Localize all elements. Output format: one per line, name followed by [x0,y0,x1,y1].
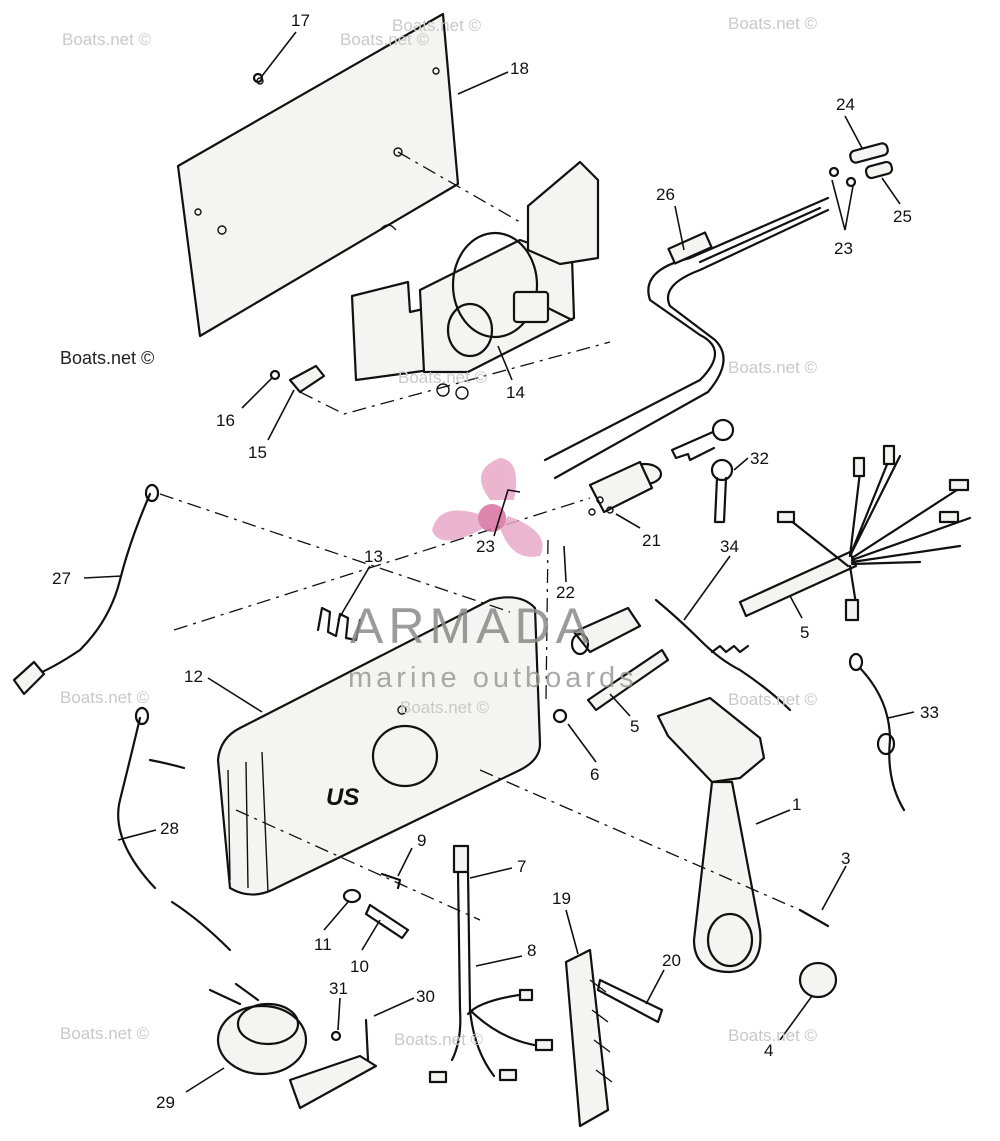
callout-label: 6 [590,765,600,784]
mounting-plate-part [176,12,460,338]
wire-lead-2-part [117,706,232,952]
ignition-switch-part [588,460,663,516]
watermark-text: Boats.net © [60,1024,150,1043]
wire-lead-3-part [848,652,906,812]
callout-label: 18 [510,59,529,78]
callout-label: 16 [216,411,235,430]
callout-label: 8 [527,941,537,960]
watermark-text: Boats.net © [728,690,818,709]
callout-label: 5 [630,717,640,736]
callout-label: 13 [364,547,383,566]
wire-lead-part [12,483,160,696]
watermark-text: Boats.net © [60,688,150,707]
horn-part [208,982,378,1110]
clip-part [316,606,362,642]
callout-label: 15 [248,443,267,462]
watermark-text: Boats.net © [728,1026,818,1045]
watermark-text: Boats.net © [62,30,152,49]
callout-label: 23 [476,537,495,556]
watermark-text: Boats.net © [728,14,818,33]
fasteners-parts [342,872,410,940]
lanyard-part [654,598,792,712]
callout-label: 10 [350,957,369,976]
watermark-text: Boats.net © [392,16,482,35]
watermark-text: Boats.net © [340,30,430,49]
knob-part [798,961,838,999]
cable-ends-parts [828,142,894,188]
watermark-text: Boats.net © [400,698,490,717]
callout-label: 31 [329,979,348,998]
callout-label: 21 [642,531,661,550]
callout-label: 1 [792,795,802,814]
control-mechanism-part [350,160,600,400]
nut-part [330,1030,342,1042]
callout-label: 24 [836,95,855,114]
callout-label: 23 [834,239,853,258]
washer-part [552,708,568,724]
callout-label: 17 [291,11,310,30]
trim-harness-part [428,844,554,1084]
screw-part [596,978,664,1024]
callout-label: 34 [720,537,739,556]
wiring-harness-part [738,444,972,622]
control-box-housing-part [216,596,542,896]
control-handle-part [656,696,766,974]
callout-label: 11 [314,935,332,954]
callout-label: 5 [800,623,810,642]
callout-label: 22 [556,583,575,602]
callout-label: 32 [750,449,769,468]
callout-label: 27 [52,569,71,588]
watermark-text: Boats.net © [728,358,818,377]
callout-label: 33 [920,703,939,722]
watermark-text: Boats.net © [394,1030,484,1049]
stop-switch-part [570,606,642,656]
callout-label: 25 [893,207,912,226]
callout-label: 9 [417,831,427,850]
callout-label: 20 [662,951,681,970]
callout-label: 3 [841,849,851,868]
screw-2-part [364,1018,370,1062]
callout-label: 12 [184,667,203,686]
pin-part [798,908,830,928]
assembly-dash-lines [159,151,801,921]
leader-lines [83,31,915,1093]
control-cables-part [543,196,830,480]
callout-label: 19 [552,889,571,908]
callout-label: 14 [506,383,525,402]
callout-label: 30 [416,987,435,1006]
watermark-text: Boats.net © [398,368,488,387]
brand-logo [432,458,543,557]
terminal-block-part [564,948,613,1128]
small-hardware-parts [252,72,326,394]
callout-label: 7 [517,857,527,876]
callout-label: 4 [764,1041,774,1060]
callout-label: 29 [156,1093,175,1112]
case-logo-text: US [326,784,360,811]
ignition-keys-part [670,418,735,524]
tube-part [586,648,670,712]
callout-label: 28 [160,819,179,838]
callout-label: 26 [656,185,675,204]
brand-subtitle-watermark: marine outboards [348,662,638,694]
watermark-text: Boats.net © [60,348,155,368]
brand-name-watermark: ARMADA [350,598,594,654]
